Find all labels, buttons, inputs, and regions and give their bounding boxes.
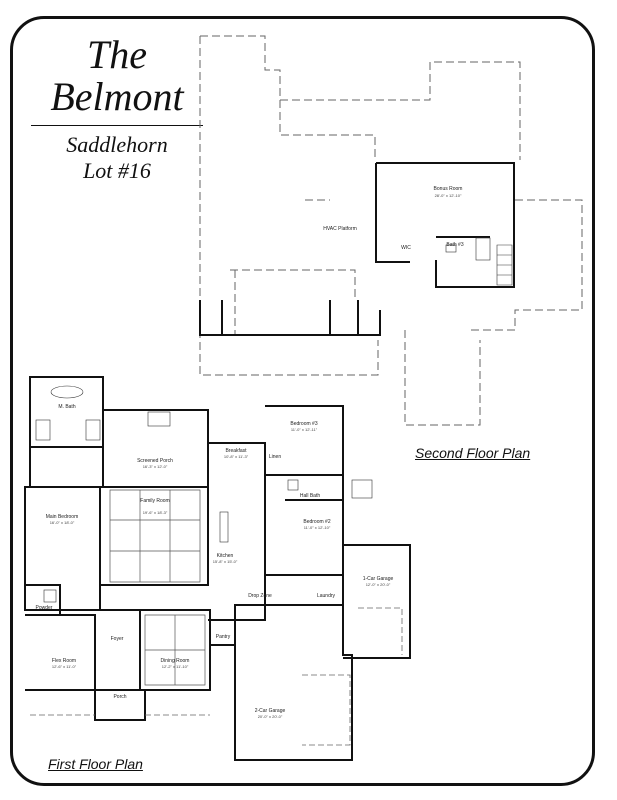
room-label-breakfast: Breakfast [225,448,247,454]
room-label-foyer: Foyer [111,636,124,642]
second-floor-label: Second Floor Plan [415,445,531,461]
room-label-dining-room: Dining Room [161,658,190,664]
room-label-powder: Powder [36,605,53,611]
title-line-1: The [87,32,147,77]
room-label-m-bath: M. Bath [58,404,75,410]
room-dims-screened-porch: 16'-3" x 12'-0" [143,464,168,469]
room-dims-bedroom-2: 11'-0" x 12'-10" [304,525,331,530]
room-label-family-room: Family Room [140,498,169,504]
subdivision-name: Saddlehorn [66,132,168,157]
first-floor-fixtures [35,385,373,603]
room-label-laundry: Laundry [317,593,336,599]
room-label-main-bedroom: Main Bedroom [46,514,79,520]
title-line-2: Belmont [50,74,184,119]
room-label-hall-bath: Hall Bath [300,493,321,499]
room-label-wic: WIC [401,245,411,251]
room-label-bonus-room: Bonus Room [434,186,463,192]
room-label-pantry: Pantry [216,634,231,640]
room-dims-2-car-garage: 20'-0" x 20'-0" [258,714,283,719]
room-dims-main-bedroom: 16'-0" x 18'-0" [50,520,75,525]
first-floor-label: First Floor Plan [48,756,143,772]
lot-number: Lot #16 [83,158,151,183]
room-dims-bedroom-3: 11'-0" x 12'-11" [291,427,318,432]
title-divider [31,125,203,126]
second-floor-fixtures [445,237,513,286]
room-dims-bonus-room: 28'-0" x 12'-10" [435,193,462,198]
plan-sheet: The Belmont Saddlehorn Lot #16 [10,16,595,786]
room-label-bedroom-2: Bedroom #2 [303,519,330,525]
room-label-linen: Linen [269,454,281,460]
second-floor-roof-outline [199,35,583,426]
room-dims-flex-room: 12'-6" x 11'-0" [52,664,77,669]
room-label-screened-porch: Screened Porch [137,458,173,464]
room-label-bedroom-3: Bedroom #3 [290,421,317,427]
room-dims-1-car-garage: 12'-0" x 20'-0" [366,582,391,587]
room-dims-kitchen: 15'-8" x 15'-0" [213,559,238,564]
second-floor-walls [199,162,515,336]
first-floor-walls [24,376,411,761]
room-label-flex-room: Flex Room [52,658,76,664]
room-dims-dining-room: 12'-2" x 11'-10" [162,664,189,669]
title-block: The Belmont Saddlehorn Lot #16 [31,33,203,184]
room-label-bath-3: Bath #3 [446,242,463,248]
room-label-1-car-garage: 1-Car Garage [363,576,394,582]
room-dims-breakfast: 10'-8" x 11'-3" [224,454,249,459]
room-label-2-car-garage: 2-Car Garage [255,708,286,714]
room-label-kitchen: Kitchen [217,553,234,559]
room-dims-family-room: 19'-6" x 18'-3" [143,510,168,515]
first-floor-dashed-overlays [30,607,403,746]
room-label-hvac-platform: HVAC Platform [323,226,357,232]
room-label-porch: Porch [113,694,126,700]
room-label-drop-zone: Drop Zone [248,593,272,599]
first-floor-porch-grid [109,489,206,686]
